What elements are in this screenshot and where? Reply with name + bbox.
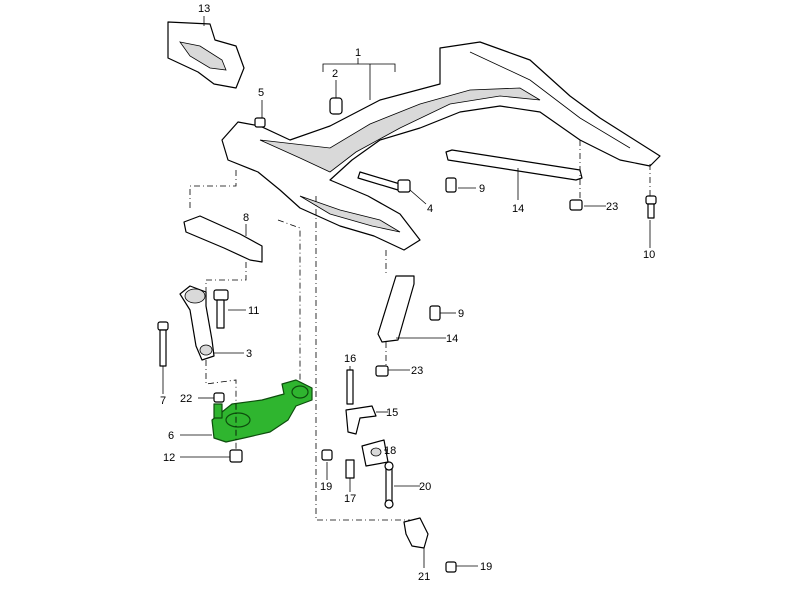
part-21-bracket[interactable] [403,517,429,549]
part-2-bush[interactable] [329,97,343,115]
callout-23: 23 [606,201,618,213]
part-20-link-rod[interactable] [384,461,394,509]
callout-23: 23 [411,365,423,377]
callout-17: 17 [344,493,356,505]
callout-19: 19 [480,561,492,573]
assembly-lines [159,140,651,521]
callout-labels: 13 1 2 5 4 9 14 23 10 8 11 3 7 22 6 12 1… [160,3,655,583]
callout-18: 18 [384,445,396,457]
callout-9: 9 [479,183,485,195]
part-10-bolt[interactable] [645,195,657,219]
part-12-nut[interactable] [229,449,243,463]
callout-2: 2 [332,68,338,80]
part-7-bolt[interactable] [157,321,169,367]
part-11-bolt[interactable] [213,289,229,329]
part-4-bolt[interactable] [357,171,411,193]
part-17-bolt[interactable] [345,459,355,479]
part-9-bolt-lower[interactable] [429,305,441,321]
callout-6: 6 [168,430,174,442]
callout-10: 10 [643,249,655,261]
callout-21: 21 [418,571,430,583]
part-23-nut-lower[interactable] [375,365,389,377]
part-14-strut-top[interactable] [445,149,583,181]
part-3-link[interactable] [179,285,215,361]
part-14-strut-lower[interactable] [377,275,415,343]
part-5-nut[interactable] [254,117,266,128]
callout-8: 8 [243,212,249,224]
callout-15: 15 [386,407,398,419]
part-15-bracket[interactable] [345,405,377,435]
callout-22: 22 [180,393,192,405]
callout-1: 1 [355,47,361,59]
leader-lines [162,16,651,568]
part-19-nut-b[interactable] [445,561,457,573]
callout-14: 14 [446,333,458,345]
part-1-subframe[interactable] [221,41,661,251]
part-16-bolt[interactable] [346,369,354,405]
callout-12: 12 [163,452,175,464]
part-19-nut-a[interactable] [321,449,333,461]
part-8-bracket[interactable] [183,215,263,263]
callout-14: 14 [512,203,524,215]
callout-20: 20 [419,481,431,493]
part-23-nut-top[interactable] [569,199,583,211]
callout-13: 13 [198,3,210,15]
part-13-bracket[interactable] [167,21,245,89]
part-22-nut[interactable] [213,392,225,403]
callout-9: 9 [458,308,464,320]
callout-3: 3 [246,348,252,360]
callout-5: 5 [258,87,264,99]
callout-16: 16 [344,353,356,365]
callout-11: 11 [248,305,259,317]
callout-19: 19 [320,481,332,493]
part-6-control-arm-highlighted[interactable] [211,379,313,443]
part-9-bolt-top[interactable] [445,177,457,193]
callout-7: 7 [160,395,166,407]
callout-4: 4 [427,203,433,215]
